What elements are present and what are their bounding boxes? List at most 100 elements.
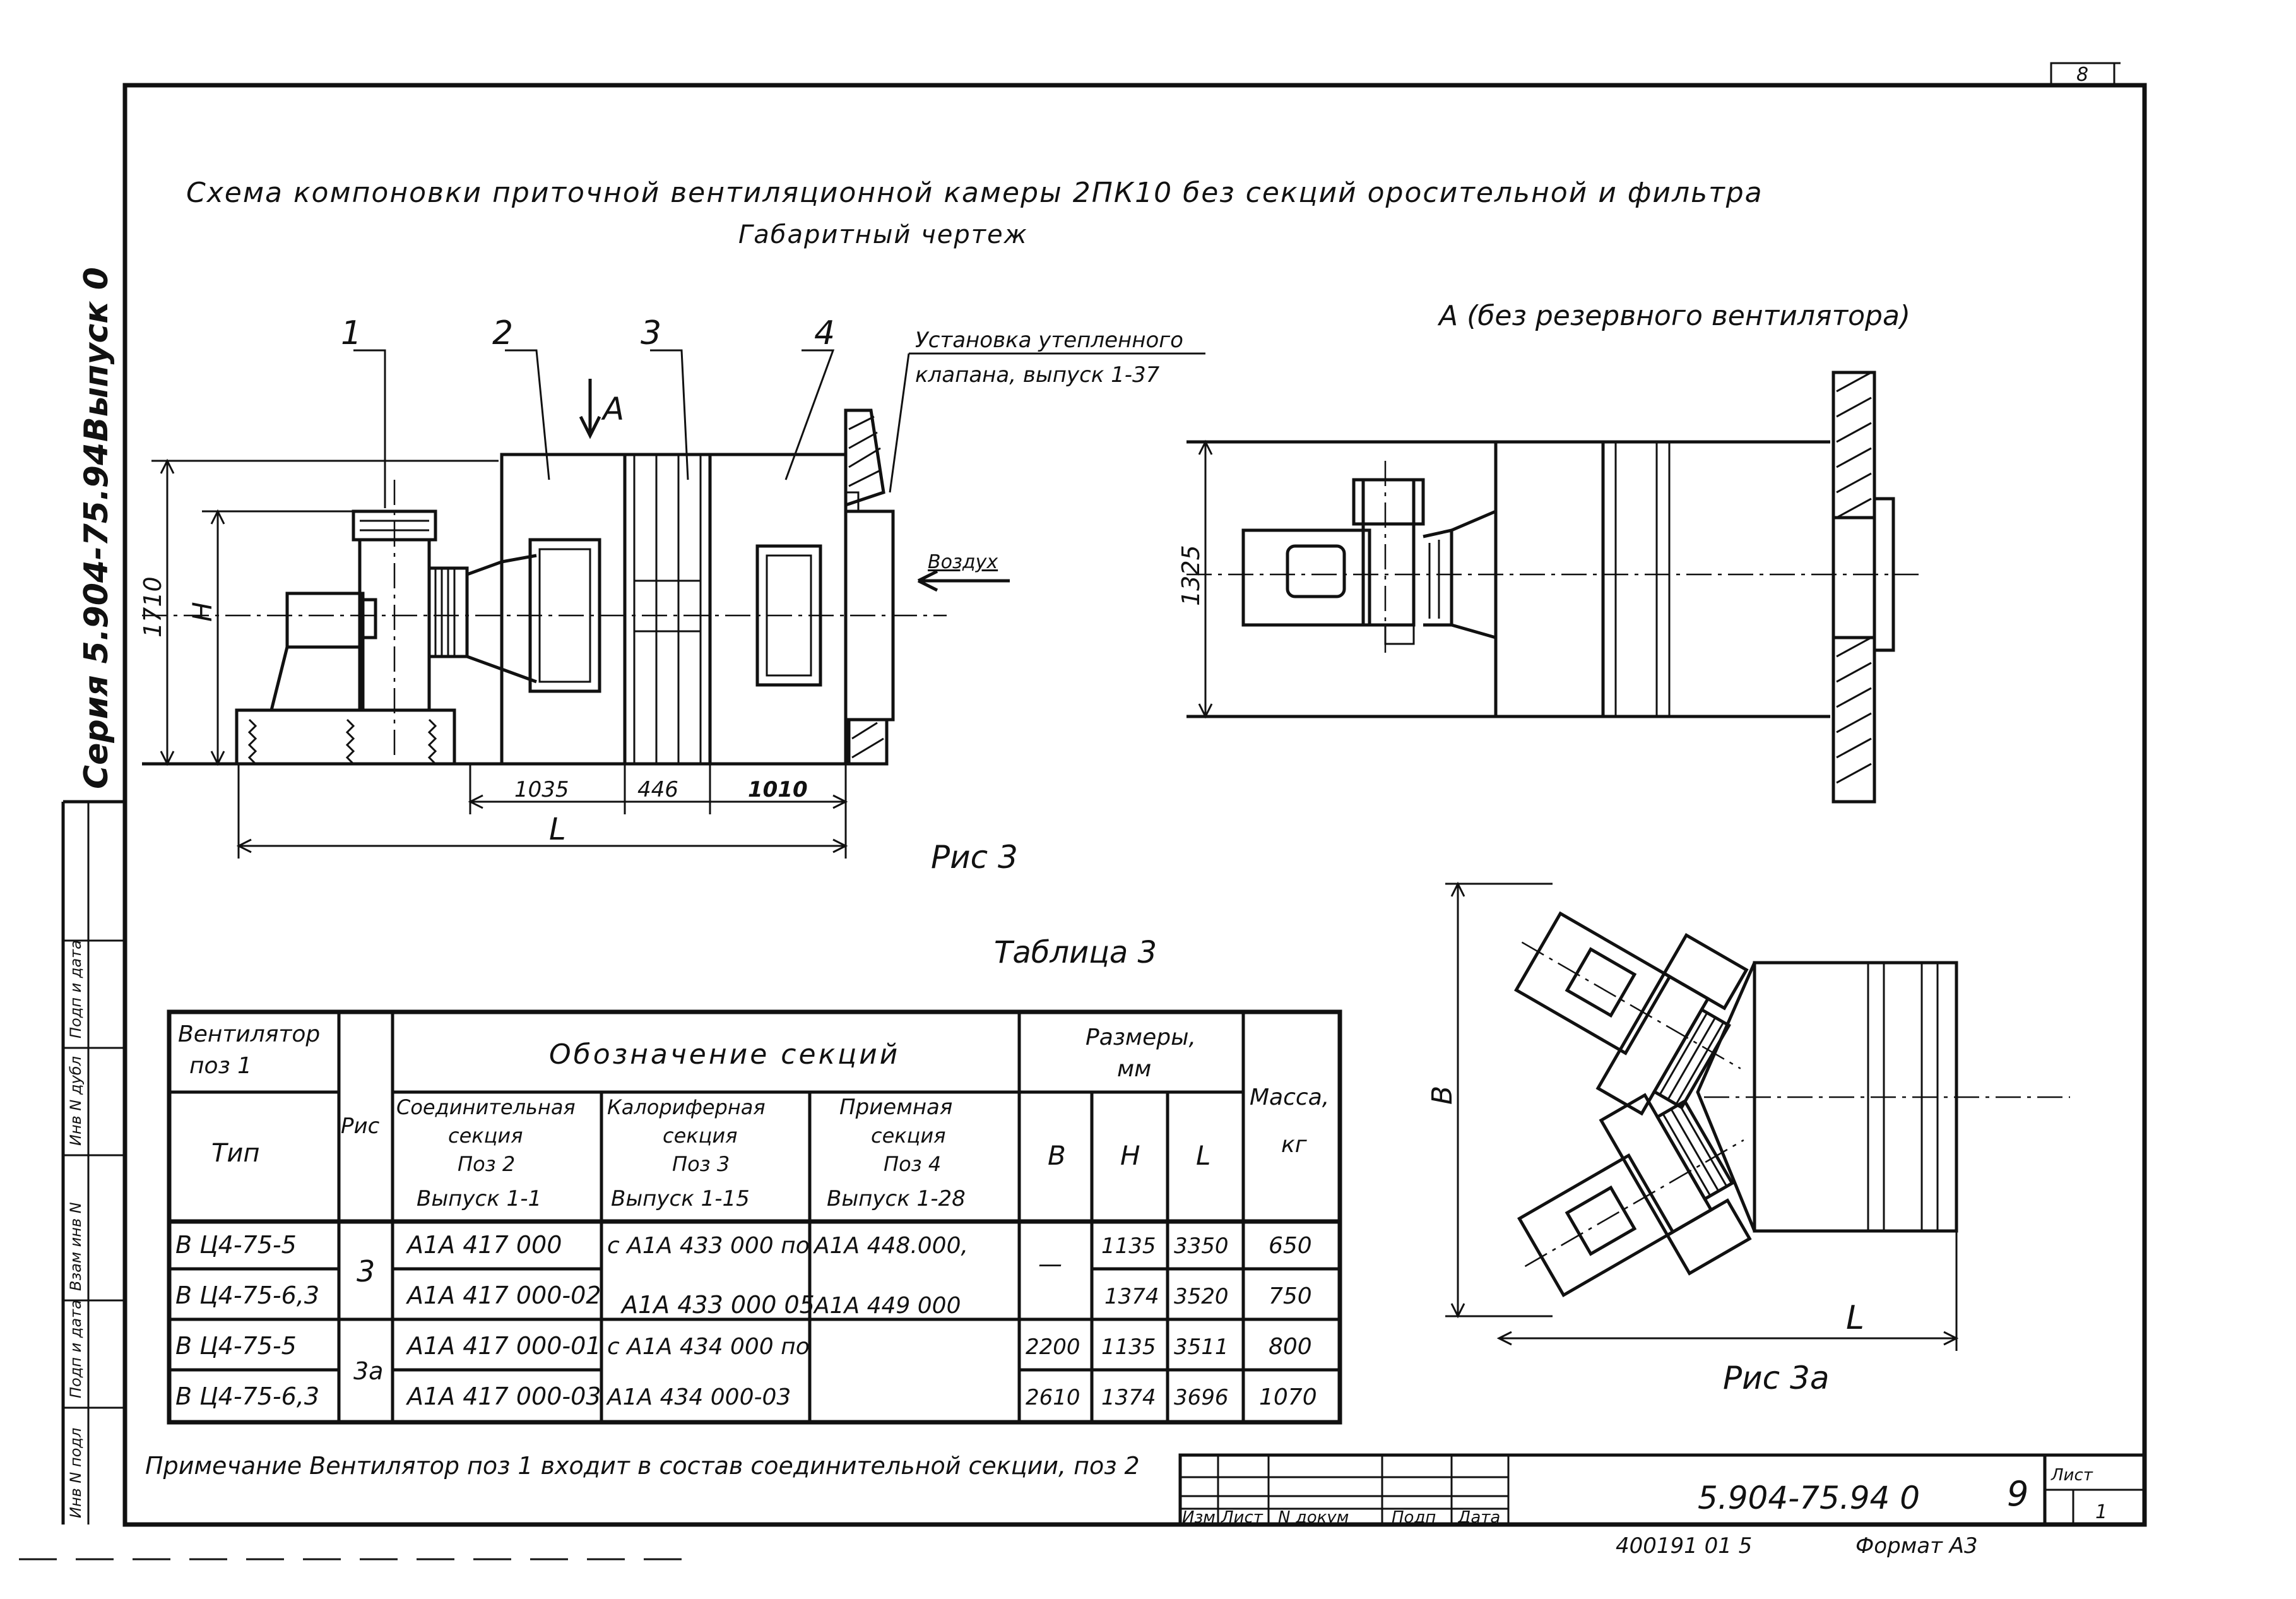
hdr-heat-1: секция (663, 1124, 737, 1148)
r1-heat: с А1А 433 000 по (607, 1233, 810, 1259)
note-text: Примечание Вентилятор поз 1 входит в сос… (145, 1452, 1140, 1480)
r3-conn: А1А 417 000-01 (405, 1332, 601, 1360)
dim-B: В (1426, 1086, 1459, 1105)
r2-mass: 750 (1269, 1283, 1312, 1309)
r3-L: 3511 (1174, 1334, 1229, 1360)
hdr-designation: Обозначение секций (549, 1038, 900, 1071)
B-dash: — (1038, 1250, 1062, 1278)
view-a: А (без резервного вентилятора) (1186, 300, 1919, 804)
doc-code: 5.904-75.94 0 (1698, 1480, 1920, 1516)
stamp-vzam-inv: Взам инв N (67, 1202, 85, 1291)
r1-L: 3350 (1174, 1233, 1229, 1259)
hdr-L: L (1196, 1140, 1210, 1171)
fig-group-2: 3а (353, 1357, 383, 1385)
pos-2-label: 2 (492, 314, 513, 352)
r2-L: 3520 (1174, 1284, 1229, 1309)
r4-conn: А1А 417 000-03 (405, 1382, 601, 1410)
r3-B: 2200 (1026, 1334, 1080, 1360)
r3-H: 1135 (1101, 1334, 1156, 1360)
dim-L: L (549, 812, 566, 847)
hdr-conn-2: Поз 2 (458, 1152, 515, 1176)
r2-conn: А1А 417 000-02 (405, 1281, 601, 1309)
stamp-inv-podl: Инв N подл (67, 1428, 85, 1518)
air-label: Воздух (928, 551, 998, 573)
figure-3-labels: 1 2 3 4 А Установка утепленного клапана,… (139, 314, 1183, 876)
r2-heat: А1А 433 000 05 (620, 1291, 815, 1319)
view-arrow-label: А (601, 391, 624, 427)
valve-note-line1: Установка утепленного (915, 328, 1183, 353)
table-3-grid (167, 1009, 1342, 1425)
hdr-type: Тип (211, 1139, 260, 1168)
hdr-B: В (1048, 1140, 1066, 1171)
r3-heat: с А1А 434 000 по (607, 1334, 810, 1360)
fig-group-1: 3 (357, 1254, 375, 1288)
col-izm: Изм (1182, 1508, 1216, 1527)
drawing-frame (19, 62, 2147, 1560)
title-block-cols: Изм Лист N докум Подп Дата (1182, 1508, 1500, 1527)
col-n-dokum: N докум (1278, 1508, 1349, 1527)
figure-3a (1445, 881, 2070, 1351)
corner-number: 8 (2076, 64, 2088, 86)
inv-number: 400191 01 5 (1616, 1533, 1752, 1559)
pos-3-label: 3 (641, 314, 661, 352)
table-3-body: 3 3а — В Ц4-75-5 А1А 417 000 с А1А 433 0… (175, 1231, 1317, 1410)
r1-mass: 650 (1269, 1233, 1312, 1259)
format-label: Формат А3 (1855, 1533, 1978, 1559)
col-data: Дата (1457, 1508, 1500, 1527)
r4-mass: 1070 (1259, 1384, 1317, 1410)
dim-446: 446 (637, 777, 678, 802)
pos-4-label: 4 (814, 314, 835, 352)
r4-B: 2610 (1026, 1385, 1080, 1410)
list-value: 1 (2095, 1501, 2107, 1523)
hdr-mass-0: Масса, (1250, 1085, 1329, 1110)
dim-1710: 1710 (139, 576, 167, 638)
hdr-fig: Рис (341, 1114, 380, 1139)
fig-3-caption: Рис 3 (931, 839, 1018, 876)
drawing-title: Схема компоновки приточной вентиляционно… (186, 177, 1763, 209)
r4-heat: А1А 434 000-03 (606, 1384, 791, 1410)
r2-type: В Ц4-75-6,3 (175, 1281, 319, 1309)
dim-1010: 1010 (748, 777, 808, 802)
drawing-subtitle: Габаритный чертеж (738, 220, 1028, 249)
hdr-conn-0: Соединительная (396, 1095, 576, 1119)
r4-type: В Ц4-75-6,3 (175, 1382, 319, 1410)
hdr-fan-pos-2: поз 1 (189, 1053, 252, 1079)
stamp-podp-data-2: Подп и дата (67, 940, 85, 1038)
r3-mass: 800 (1269, 1334, 1312, 1360)
fig-3a-caption: Рис 3а (1723, 1360, 1829, 1396)
pos-1-label: 1 (341, 314, 362, 352)
hdr-intake-0: Приемная (839, 1095, 952, 1120)
r4-H: 1374 (1101, 1385, 1156, 1410)
side-stamp: Инв N подл Подп и дата Взам инв N Инв N … (67, 940, 85, 1518)
hdr-fan-pos-1: Вентилятор (178, 1021, 320, 1047)
r2-H: 1374 (1104, 1284, 1159, 1309)
col-podp: Подп (1392, 1508, 1436, 1527)
hdr-intake-1: секция (871, 1124, 945, 1148)
hdr-heat-2: Поз 3 (672, 1152, 730, 1176)
dim-H: Н (187, 602, 218, 622)
hdr-intake-2: Поз 4 (884, 1152, 941, 1176)
valve-note-line2: клапана, выпуск 1-37 (915, 362, 1160, 388)
hdr-conn-1: секция (448, 1124, 523, 1148)
table-3-title: Таблица 3 (994, 935, 1157, 970)
hdr-heat-0: Калориферная (607, 1095, 766, 1119)
dim-1325: 1325 (1177, 545, 1205, 606)
series-label: Серия 5.904-75.94 (78, 443, 115, 789)
issue-label: Выпуск 0 (78, 267, 115, 442)
stamp-inv-dubl: Инв N дубл (67, 1056, 85, 1146)
dim-1035: 1035 (514, 777, 569, 802)
r4-L: 3696 (1174, 1385, 1229, 1410)
hdr-sizes-1: мм (1117, 1056, 1151, 1082)
table-3-header: Вентилятор поз 1 Тип Рис Обозначение сек… (178, 1021, 1329, 1211)
stamp-podp-data-1: Подп и дата (67, 1300, 85, 1398)
hdr-mass-1: кг (1281, 1132, 1308, 1158)
r1-type: В Ц4-75-5 (175, 1231, 297, 1259)
r1-conn: А1А 417 000 (405, 1231, 562, 1259)
r2-intake: А1А 449 000 (813, 1293, 961, 1319)
dim-L-3a: L (1846, 1299, 1864, 1337)
sheet-number: 9 (2007, 1474, 2028, 1514)
hdr-sizes-0: Размеры, (1086, 1025, 1196, 1050)
list-label: Лист (2050, 1466, 2093, 1485)
hdr-conn-3: Выпуск 1-1 (417, 1186, 541, 1211)
